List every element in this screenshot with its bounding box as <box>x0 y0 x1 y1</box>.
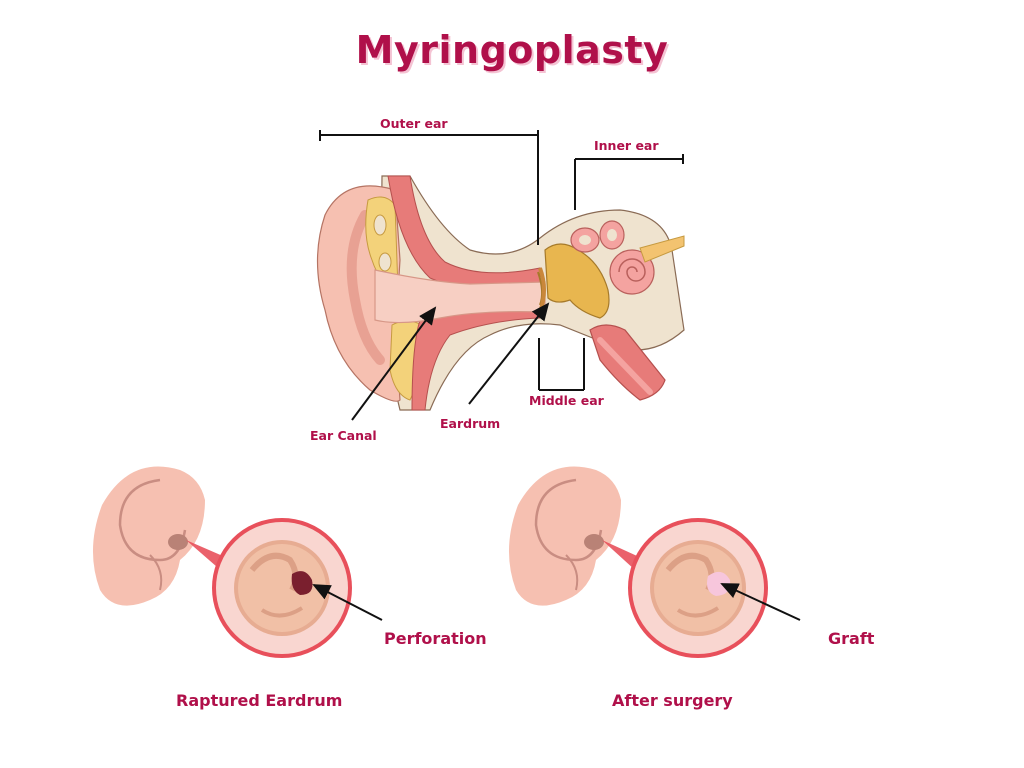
outer-ear-right <box>508 466 621 606</box>
graft-label: Graft <box>828 629 875 648</box>
anatomy-pointers <box>351 302 550 421</box>
ear-canal-pointer <box>351 306 437 421</box>
graft-pointer <box>720 583 801 621</box>
eustachian-tube <box>589 324 666 401</box>
inner-ear-cochlea <box>570 220 655 295</box>
inner-ear-label: Inner ear <box>594 138 659 153</box>
ear-canal <box>374 269 546 324</box>
perforation-label: Perforation <box>384 629 487 648</box>
ruptured-ear-illustration <box>92 466 352 658</box>
ear-canal-label: Ear Canal <box>310 428 377 443</box>
page-title: Myringoplasty <box>355 28 669 72</box>
after-surgery-caption: After surgery <box>612 691 733 710</box>
eardrum-label: Eardrum <box>440 416 501 431</box>
after-surgery-ear-illustration <box>508 466 768 658</box>
perforation-pointer <box>312 584 383 621</box>
anatomy-brackets <box>319 130 684 391</box>
ruptured-eardrum-zoom <box>212 518 352 658</box>
middle-ear-label: Middle ear <box>529 393 604 408</box>
perforation-hole <box>291 571 313 595</box>
outer-ear-left <box>92 466 205 606</box>
repaired-eardrum-zoom <box>628 518 768 658</box>
eardrum-pointer <box>468 302 550 405</box>
auditory-nerve <box>639 235 685 263</box>
ruptured-eardrum-caption: Raptured Eardrum <box>176 691 343 710</box>
outer-ear-label: Outer ear <box>380 116 448 131</box>
ear-cross-section <box>316 175 685 411</box>
